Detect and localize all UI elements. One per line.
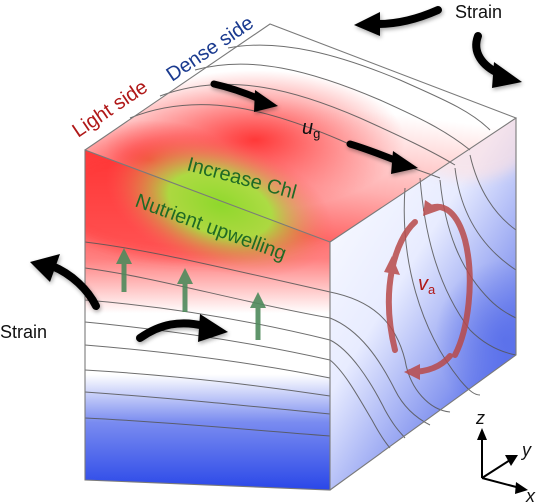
- ug-main: u: [302, 117, 313, 139]
- strain-label-left: Strain: [0, 322, 47, 342]
- coordinate-axes: [477, 428, 528, 494]
- chlorophyll-patch: [105, 132, 335, 278]
- circulation-arrow-bottom: [404, 353, 453, 380]
- va-main: v: [418, 273, 429, 295]
- strain-arrow-left-up: [30, 254, 100, 310]
- va-label: va: [418, 273, 436, 297]
- strain-arrow-top-right: [472, 32, 522, 88]
- ageostrophic-circulation-arrows: [384, 200, 473, 380]
- strain-arrow-left-right: [136, 314, 228, 342]
- geostrophic-flow-arrows: [210, 80, 418, 174]
- upwelling-arrows: [116, 248, 266, 340]
- upwelling-arrow: [250, 292, 266, 340]
- upwelling-arrow: [177, 268, 193, 312]
- flow-arrow-front: [346, 140, 418, 174]
- cube-edges: [84, 23, 518, 491]
- ug-label: ug: [302, 117, 320, 141]
- isopycnal-lines: [84, 44, 517, 449]
- circulation-arrow-left: [384, 219, 418, 353]
- flow-arrow-back: [210, 80, 278, 112]
- upwelling-arrow: [116, 248, 132, 292]
- axis-z-label: z: [475, 408, 485, 428]
- axis-y-label: y: [520, 440, 532, 460]
- strain-label-top: Strain: [455, 2, 502, 22]
- strain-arrows: [30, 6, 522, 342]
- circulation-arrow-right: [423, 200, 473, 358]
- ug-subscript: g: [313, 126, 320, 141]
- va-subscript: a: [428, 282, 436, 297]
- strain-arrow-top-left: [354, 6, 442, 36]
- axis-x-label: x: [525, 486, 536, 504]
